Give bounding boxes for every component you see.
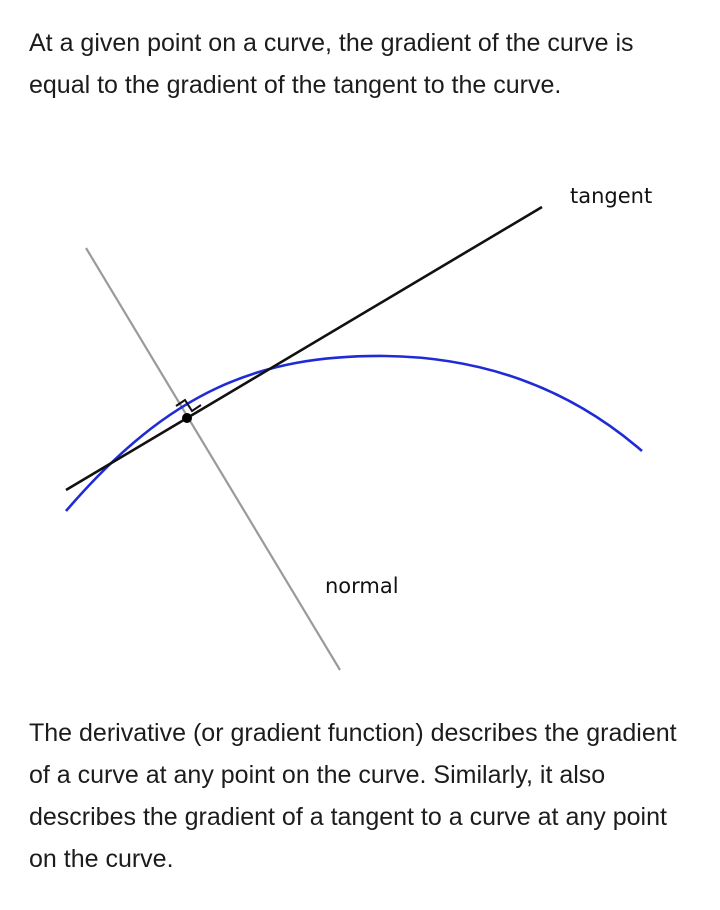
tangent-normal-diagram: tangent normal: [0, 160, 720, 690]
point-of-tangency: [182, 413, 192, 423]
intro-paragraph: At a given point on a curve, the gradien…: [29, 29, 634, 99]
tangent-label: tangent: [570, 184, 652, 208]
tangent-line: [65, 205, 543, 492]
normal-line: [85, 247, 341, 671]
right-angle-marker: [175, 398, 202, 413]
body-paragraph: The derivative (or gradient function) de…: [29, 719, 677, 873]
curve: [65, 354, 643, 512]
normal-label: normal: [325, 574, 399, 598]
